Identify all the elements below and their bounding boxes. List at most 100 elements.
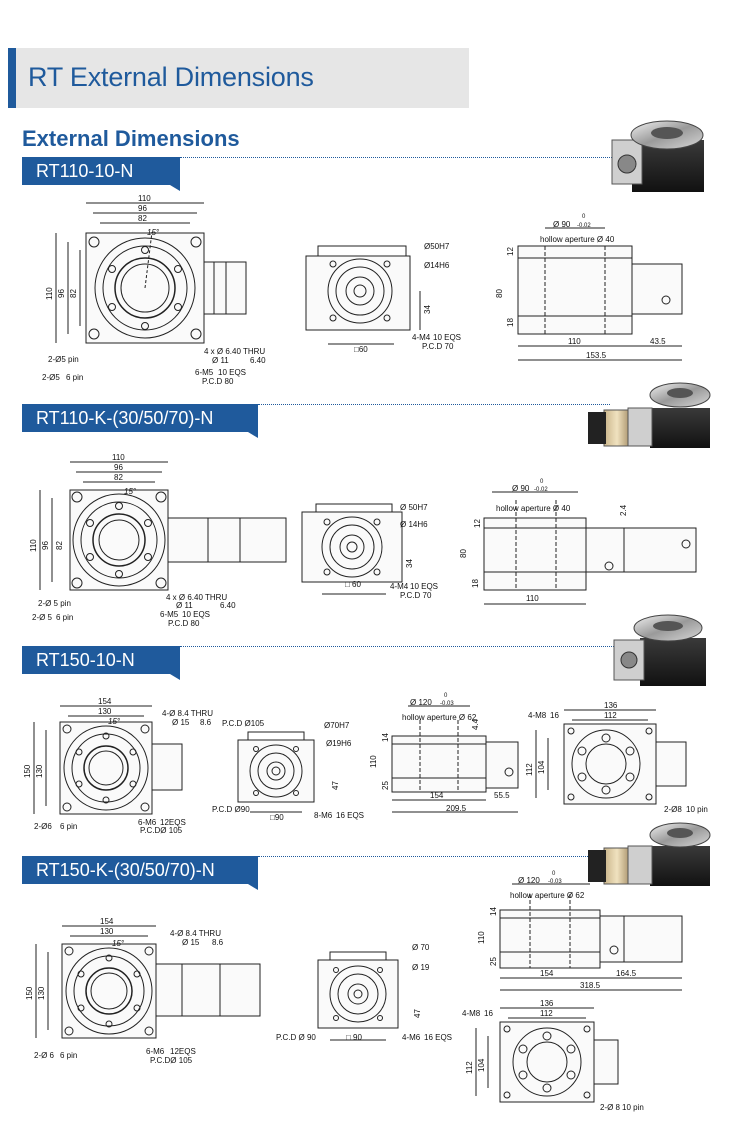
svg-text:15°: 15° — [108, 717, 121, 726]
page-title: RT External Dimensions — [28, 62, 314, 92]
svg-text:112: 112 — [465, 1061, 474, 1074]
svg-text:10 EQS: 10 EQS — [218, 368, 246, 377]
svg-text:2-Ø5 pin: 2-Ø5 pin — [48, 355, 79, 364]
svg-text:153.5: 153.5 — [586, 351, 607, 360]
svg-text:8-M6: 8-M6 — [314, 811, 333, 820]
svg-text:110: 110 — [369, 755, 378, 768]
svg-text:154: 154 — [430, 791, 444, 800]
side-view-rt150-k-labels: Ø 70 Ø 19 47 P.C.D Ø 90 □ 90 4-M6 16 EQS — [276, 943, 452, 1042]
svg-text:96: 96 — [138, 204, 147, 213]
svg-text:47: 47 — [413, 1009, 422, 1018]
svg-text:Ø 14H6: Ø 14H6 — [400, 520, 428, 529]
svg-text:Ø 15: Ø 15 — [182, 938, 200, 947]
svg-text:18: 18 — [506, 318, 515, 327]
svg-text:Ø14H6: Ø14H6 — [424, 261, 450, 270]
svg-text:80: 80 — [495, 289, 504, 298]
top-view-rt150-10-labels: 136 112 4-M8 16 112 104 2-Ø8 10 pin — [525, 701, 708, 814]
product-photo-rt110-10 — [611, 120, 704, 192]
svg-text:4-M8: 4-M8 — [528, 711, 547, 720]
front-view-rt150-10-labels: 154 130 15° 150 130 4-Ø 8.4 THRU Ø 15 8.… — [23, 697, 213, 835]
svg-text:4-Ø 8.4 THRU: 4-Ø 8.4 THRU — [170, 929, 221, 938]
svg-text:82: 82 — [69, 289, 78, 298]
svg-text:2-Ø 5 pin: 2-Ø 5 pin — [38, 599, 71, 608]
svg-text:34: 34 — [423, 305, 432, 314]
svg-text:209.5: 209.5 — [446, 804, 467, 813]
dotted-rule — [258, 404, 610, 405]
svg-text:2-Ø6: 2-Ø6 — [34, 822, 52, 831]
svg-text:14: 14 — [489, 907, 498, 916]
svg-text:P.C.DØ 105: P.C.DØ 105 — [150, 1056, 193, 1065]
svg-text:110: 110 — [568, 337, 581, 346]
svg-text:4-M8: 4-M8 — [462, 1009, 481, 1018]
svg-text:Ø 120: Ø 120 — [410, 698, 432, 707]
svg-text:16 EQS: 16 EQS — [424, 1033, 452, 1042]
svg-text:P.C.D 80: P.C.D 80 — [202, 377, 234, 386]
svg-text:2-Ø5: 2-Ø5 — [42, 373, 60, 382]
svg-text:6-M5: 6-M5 — [195, 368, 214, 377]
svg-text:4-M6: 4-M6 — [402, 1033, 421, 1042]
svg-text:55.5: 55.5 — [494, 791, 510, 800]
svg-text:16: 16 — [550, 711, 559, 720]
svg-text:Ø 19: Ø 19 — [412, 963, 430, 972]
svg-text:15°: 15° — [147, 228, 160, 237]
svg-text:150: 150 — [25, 986, 34, 1000]
svg-text:16: 16 — [484, 1009, 493, 1018]
svg-text:6-M5: 6-M5 — [160, 610, 179, 619]
side-view-rt150-10-labels: P.C.D Ø105 Ø70H7 Ø19H6 47 P.C.D Ø90 □90 … — [212, 719, 364, 822]
svg-text:110: 110 — [526, 594, 539, 603]
svg-text:0: 0 — [444, 693, 448, 699]
svg-text:110: 110 — [112, 453, 125, 462]
svg-text:12EQS: 12EQS — [160, 818, 186, 827]
svg-text:0: 0 — [582, 214, 586, 220]
svg-text:□60: □60 — [354, 345, 368, 354]
svg-text:P.C.D 70: P.C.D 70 — [400, 591, 432, 600]
dotted-rule — [258, 856, 610, 857]
top-view-rt150-k-labels: 136 112 4-M8 16 112 104 2-Ø 8 10 pin — [462, 999, 644, 1112]
svg-text:43.5: 43.5 — [650, 337, 666, 346]
page-header: RT External Dimensions — [8, 48, 469, 108]
section-tag: RT150-10-N — [22, 646, 180, 674]
svg-text:10 EQS: 10 EQS — [182, 610, 210, 619]
svg-text:12EQS: 12EQS — [170, 1047, 196, 1056]
svg-text:130: 130 — [98, 707, 112, 716]
svg-text:6 pin: 6 pin — [56, 613, 73, 622]
svg-text:80: 80 — [459, 549, 468, 558]
svg-text:-0.03: -0.03 — [440, 701, 454, 707]
svg-text:Ø 15: Ø 15 — [172, 718, 190, 727]
svg-text:Ø 90: Ø 90 — [553, 220, 571, 229]
svg-text:130: 130 — [37, 986, 46, 1000]
tag-notch — [170, 185, 180, 191]
svg-text:P.C.D Ø90: P.C.D Ø90 — [212, 805, 250, 814]
svg-text:10 EQS: 10 EQS — [433, 333, 461, 342]
svg-text:96: 96 — [57, 289, 66, 298]
svg-text:110: 110 — [29, 539, 38, 552]
svg-text:82: 82 — [114, 473, 123, 482]
svg-text:18: 18 — [471, 579, 480, 588]
section-view-rt150-k-labels: Ø 120 0 -0.03 hollow aperture Ø 62 14 11… — [477, 871, 637, 990]
section-tag: RT110-K-(30/50/70)-N — [22, 404, 258, 432]
svg-text:2-Ø 8: 2-Ø 8 — [600, 1103, 621, 1112]
section-view-rt110-10-labels: Ø 90 0 -0.02 hollow aperture Ø 40 12 80 … — [495, 214, 666, 360]
svg-text:25: 25 — [489, 957, 498, 966]
tag-notch — [248, 884, 258, 890]
svg-text:154: 154 — [100, 917, 114, 926]
svg-text:15°: 15° — [124, 487, 137, 496]
dotted-rule — [180, 157, 630, 158]
svg-text:hollow aperture Ø 40: hollow aperture Ø 40 — [496, 504, 571, 513]
svg-text:15°: 15° — [112, 939, 125, 948]
svg-text:10 pin: 10 pin — [622, 1103, 644, 1112]
svg-text:96: 96 — [114, 463, 123, 472]
svg-text:82: 82 — [55, 541, 64, 550]
svg-text:4 x Ø 6.40 THRU: 4 x Ø 6.40 THRU — [204, 347, 265, 356]
section-view-rt150-10-labels: Ø 120 0 -0.03 hollow aperture Ø 62 14 11… — [369, 693, 510, 813]
svg-text:Ø 90: Ø 90 — [512, 484, 530, 493]
svg-text:154: 154 — [540, 969, 554, 978]
svg-text:112: 112 — [604, 711, 617, 720]
svg-text:Ø70H7: Ø70H7 — [324, 721, 350, 730]
section-subtitle: External Dimensions — [22, 126, 240, 151]
top-view-rt150-10 — [535, 709, 687, 805]
svg-text:Ø 11: Ø 11 — [176, 601, 193, 610]
svg-text:4.4: 4.4 — [471, 718, 480, 730]
svg-text:10 EQS: 10 EQS — [410, 582, 438, 591]
